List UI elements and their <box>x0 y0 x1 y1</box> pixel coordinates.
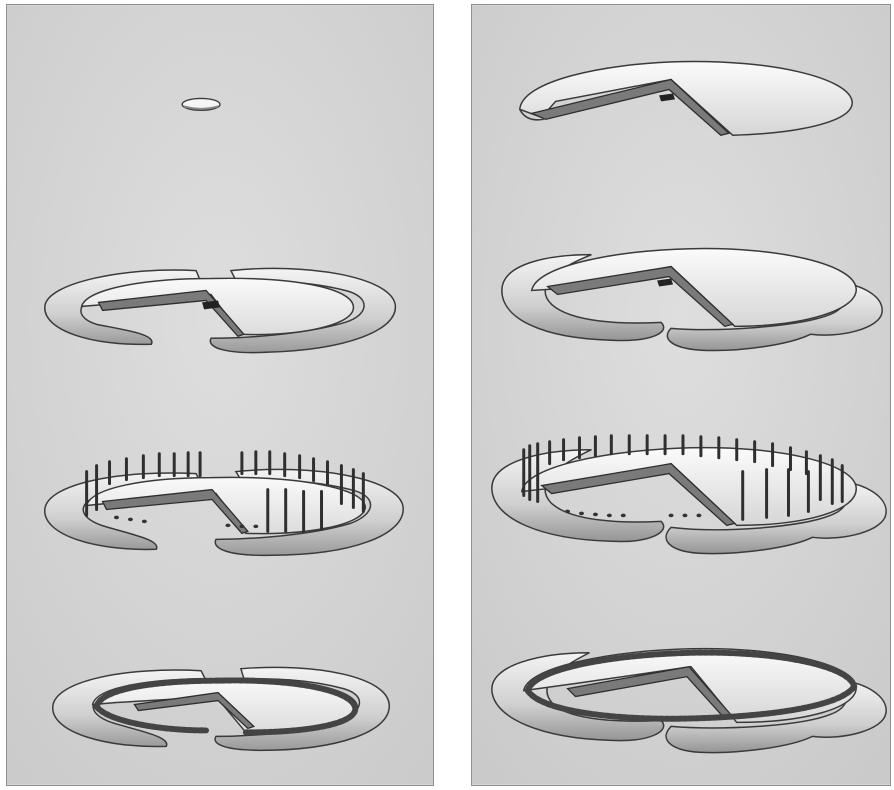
left-illustration <box>7 5 433 785</box>
right-panel <box>471 4 891 786</box>
left-panel <box>6 4 434 786</box>
right-illustration <box>472 5 890 785</box>
left-stage-1-mound <box>182 98 220 110</box>
